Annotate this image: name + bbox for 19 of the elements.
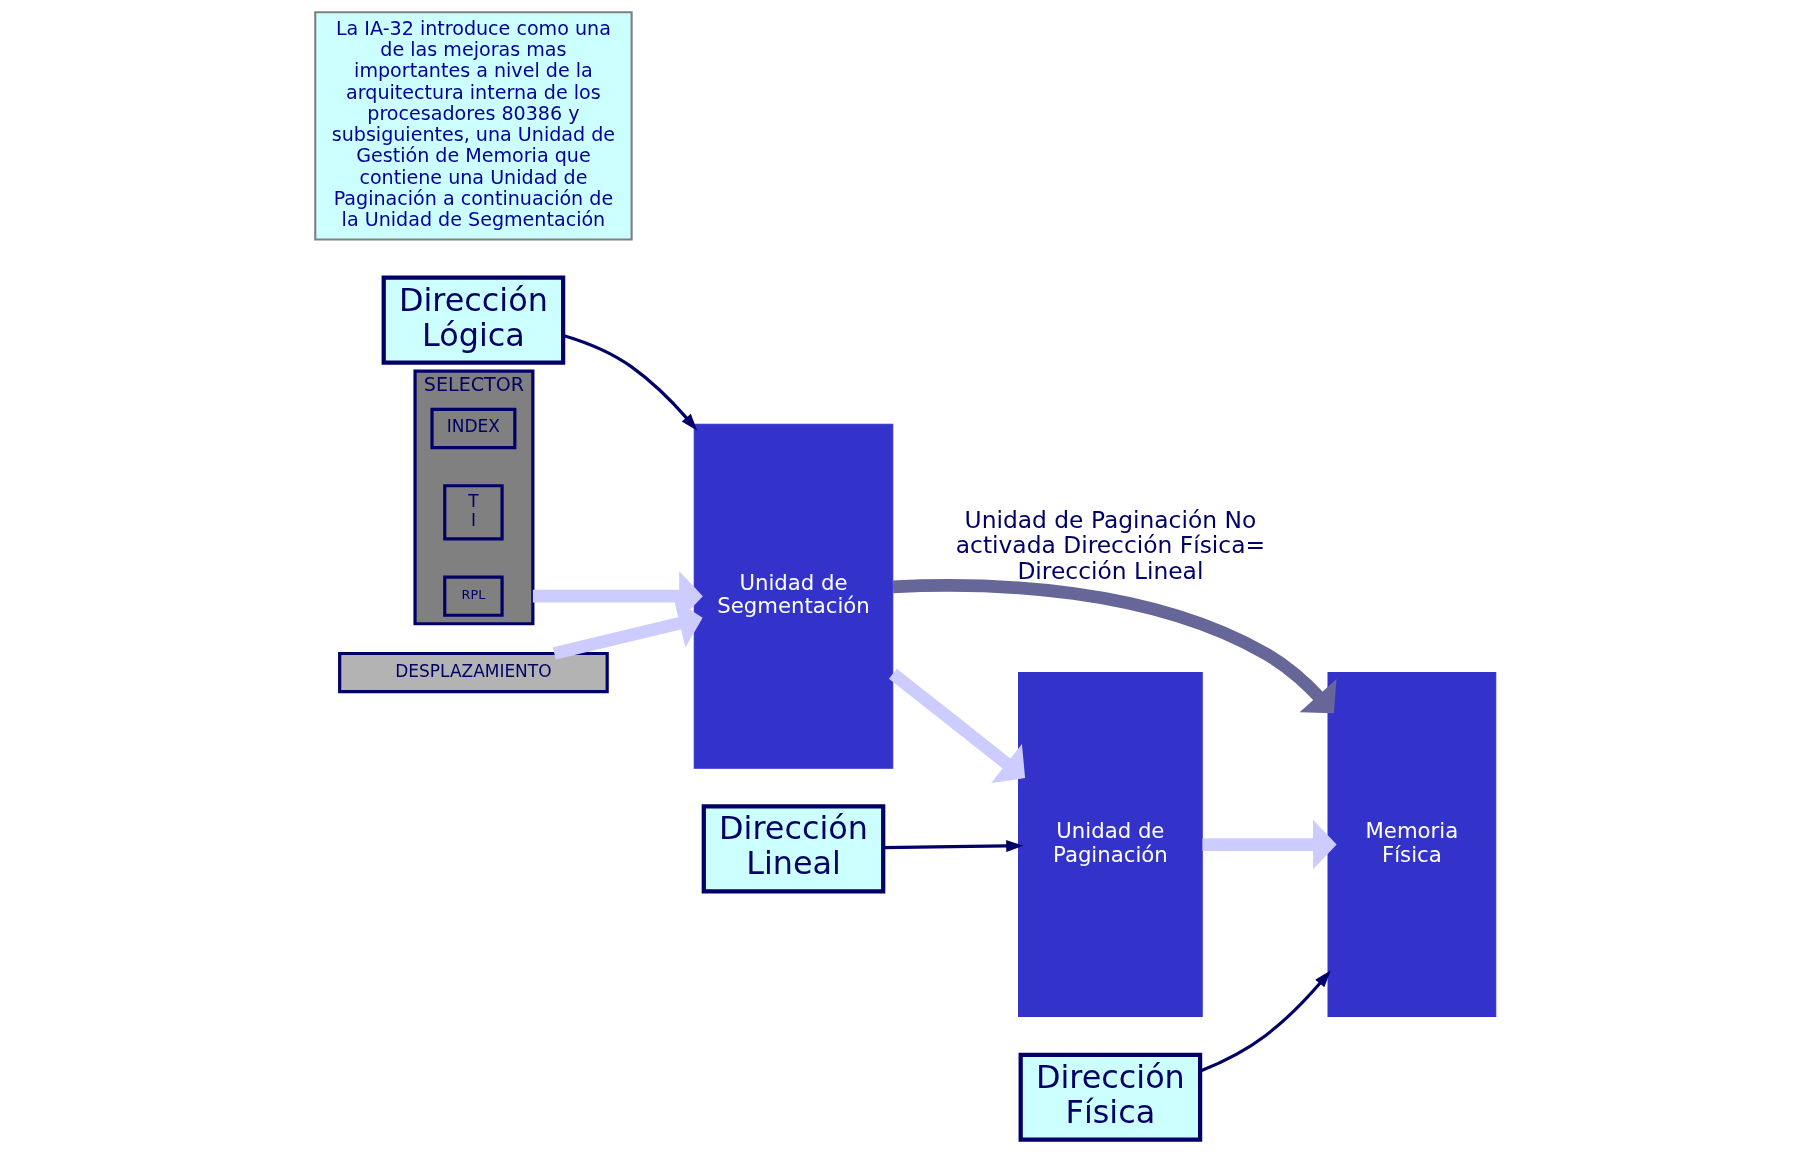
node-box: T I [442,484,504,541]
node-box: Dirección Lineal [701,804,885,894]
arrow [1199,970,1331,1073]
arrow [552,599,703,660]
node-box: DESPLAZAMIENTO [337,651,609,694]
node-box: Unidad de Segmentación [693,423,893,769]
node-box: Dirección Física [1018,1052,1202,1142]
node-box: Memoria Física [1327,672,1496,1018]
node-box: Dirección Lógica [381,275,565,365]
node-box: Unidad de Paginación [1017,672,1203,1018]
arrow [1202,819,1337,870]
edge-label: Unidad de Paginación No activada Dirección Física= Dirección Lineal [955,505,1265,585]
node-box: INDEX [429,407,516,450]
node-box: La IA-32 introduce como una de las mejoras mas importantes a nivel de la arquitectura interna de los procesadores 80386 y subsiguientes, una Unidad de Gestión de Memoria que contiene una Unidad de Paginación a continuación de la Unidad de Segmentación [313,11,633,241]
arrow [562,333,697,431]
arrow [888,668,1025,783]
arrow [892,579,1337,714]
node-box: RPL [442,575,504,617]
arrow [882,840,1023,852]
